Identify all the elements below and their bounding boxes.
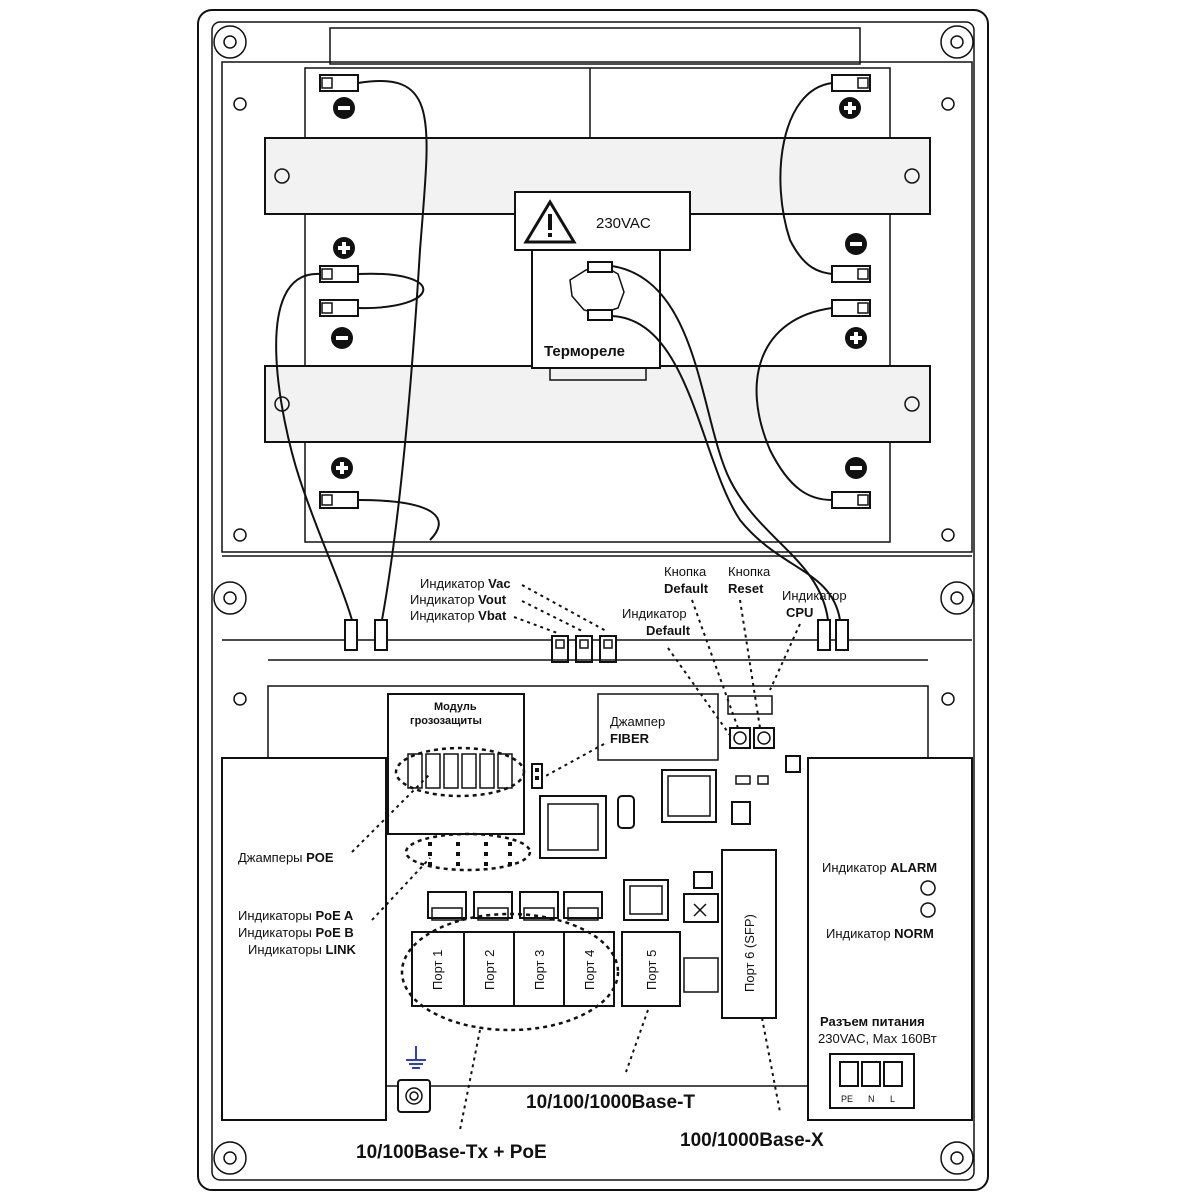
alarm-led — [920, 880, 936, 896]
small-components — [731, 755, 801, 825]
polarity-plus-low-right — [845, 327, 867, 349]
ground-icon — [406, 1046, 426, 1069]
label-fiber-jumper-2: FIBER — [610, 731, 650, 746]
label-fiber-jumper-1: Джампер — [610, 714, 665, 729]
port-6-sfp — [721, 849, 777, 1019]
power-connector: PE N L — [829, 1053, 915, 1109]
label-indicator-cpu-2: CPU — [786, 605, 813, 620]
battery-wires — [275, 80, 841, 621]
wire-ferrules — [344, 619, 849, 651]
mounting-bar-bottom — [264, 365, 931, 443]
norm-led — [920, 902, 936, 918]
label-lightning-module-1: Модуль — [434, 701, 477, 713]
polarity-plus-bottom-left — [331, 457, 353, 479]
label-base-t: 10/100/1000Base-T — [526, 1092, 695, 1113]
polarity-minus-top-left — [333, 97, 355, 119]
poe-jumpers — [404, 832, 532, 872]
label-poe-b: Индикаторы PoE B — [238, 925, 354, 940]
label-power-connector-spec: 230VAC, Max 160Вт — [818, 1031, 937, 1046]
warning-triangle-icon — [523, 199, 577, 244]
label-indicator-norm: Индикатор NORM — [826, 926, 934, 941]
crystal — [617, 795, 635, 829]
port-6-label: Порт 6 (SFP) — [742, 914, 757, 992]
label-power-connector-title: Разъем питания — [820, 1014, 925, 1029]
port-4-label: Порт 4 — [582, 950, 597, 990]
polarity-plus-mid-left — [333, 237, 355, 259]
lightning-module — [387, 693, 526, 835]
label-indicator-vbat: Индикатор Vbat — [410, 608, 507, 623]
port-1-label: Порт 1 — [430, 950, 445, 990]
label-lightning-module-2: грозозащиты — [410, 715, 482, 727]
misc-component — [683, 957, 719, 993]
chip-2 — [661, 769, 717, 823]
polarity-minus-bottom-right — [845, 457, 867, 479]
pin-l: L — [890, 1094, 895, 1104]
warning-label: 230VAC — [514, 191, 691, 251]
fiber-jumper-area — [531, 693, 719, 789]
pin-pe: PE — [841, 1094, 853, 1104]
ports-poe-group — [400, 912, 620, 1032]
polarity-plus-top-right — [839, 97, 861, 119]
poe-led-row — [427, 891, 603, 921]
port-5 — [621, 931, 681, 1007]
leader-lines — [351, 584, 801, 1131]
label-poe-a: Индикаторы PoE A — [238, 908, 354, 923]
thermorelay: Термореле — [531, 249, 661, 381]
transformer — [623, 879, 669, 921]
label-base-tx-poe: 10/100Base-Tx + PoE — [356, 1142, 547, 1163]
label-indicator-default-1: Индикатор — [622, 606, 687, 621]
label-button-default-1: Кнопка — [664, 564, 707, 579]
label-indicator-vac: Индикатор Vac — [420, 576, 511, 591]
label-indicator-cpu-1: Индикатор — [782, 588, 847, 603]
button-block — [727, 695, 775, 749]
terminal-block-small — [683, 871, 719, 923]
warning-voltage: 230VAC — [596, 215, 651, 232]
label-indicator-vout: Индикатор Vout — [410, 592, 507, 607]
polarity-minus-mid-right — [845, 233, 867, 255]
left-module — [221, 757, 387, 1121]
label-base-x: 100/1000Base-X — [680, 1130, 824, 1151]
label-button-default-2: Default — [664, 581, 709, 596]
cpu-chip — [539, 795, 607, 859]
corner-screws — [213, 25, 974, 1175]
polarity-minus-low-left — [331, 327, 353, 349]
label-poe-jumpers: Джамперы POE — [238, 850, 334, 865]
label-indicator-alarm: Индикатор ALARM — [822, 860, 937, 875]
thermorelay-label: Термореле — [544, 343, 625, 360]
pin-n: N — [868, 1094, 875, 1104]
port-3-label: Порт 3 — [532, 950, 547, 990]
label-button-reset-1: Кнопка — [728, 564, 771, 579]
led-block-vac-vout-vbat — [551, 635, 617, 663]
label-indicator-default-2: Default — [646, 623, 691, 638]
label-link: Индикаторы LINK — [248, 942, 356, 957]
ground-stud — [397, 1079, 431, 1113]
label-button-reset-2: Reset — [728, 581, 764, 596]
port-2-label: Порт 2 — [482, 950, 497, 990]
port-5-label: Порт 5 — [644, 950, 659, 990]
